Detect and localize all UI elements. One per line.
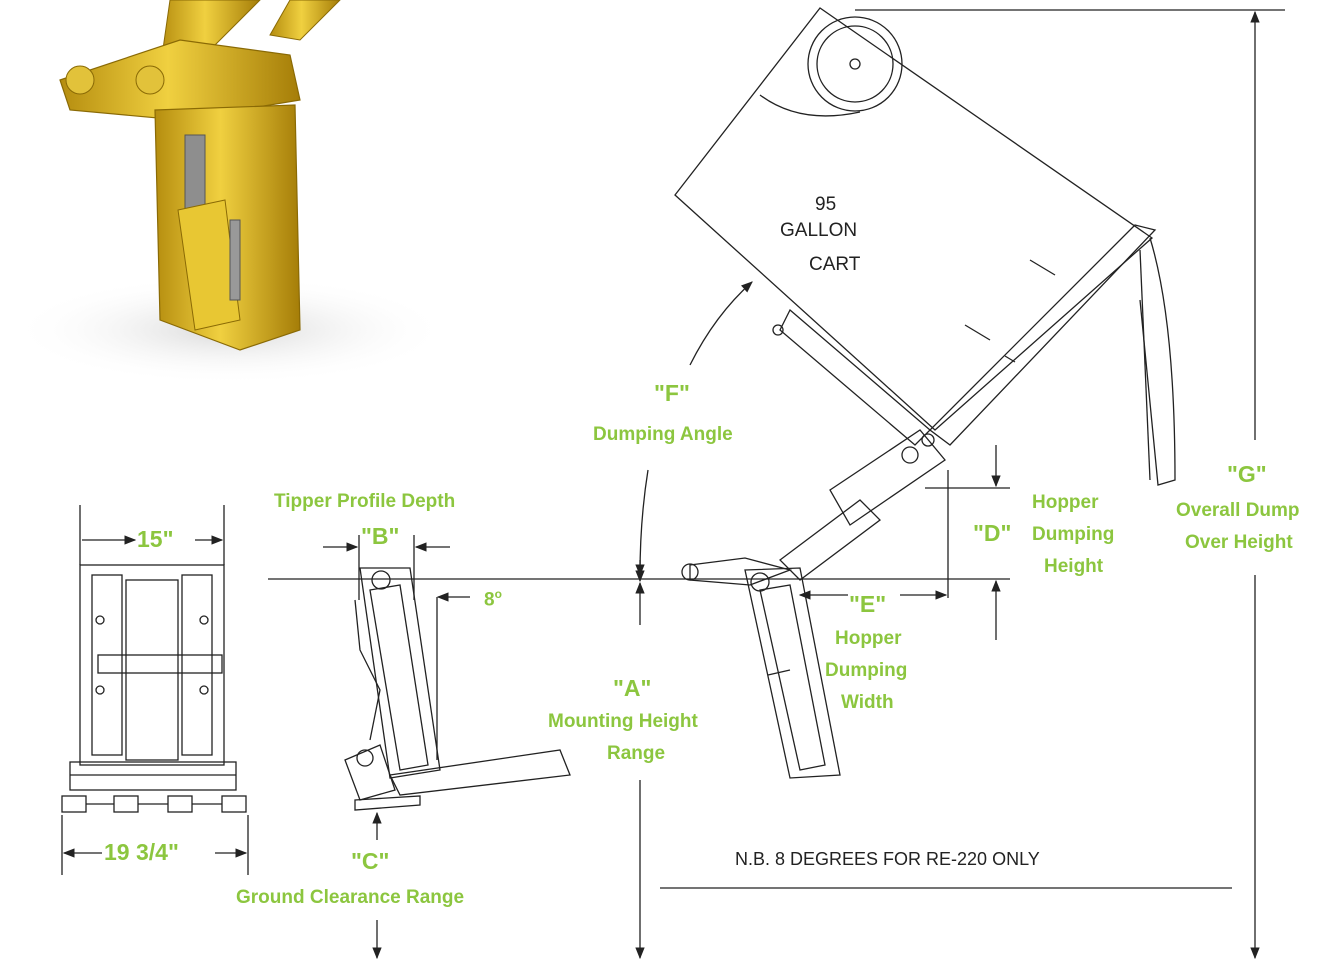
b-code-label: "B" (361, 523, 400, 549)
f-code-label: "F" (654, 380, 690, 406)
cart-label-line1: 95 (815, 194, 837, 215)
a-title-label-1: Mounting Height (548, 711, 698, 732)
g-code-label: "G" (1227, 461, 1267, 487)
cart-label-line2: GALLON (780, 220, 858, 241)
d-code-label: "D" (973, 520, 1012, 546)
product-photo (10, 0, 450, 385)
e-title-label-1: Hopper (835, 628, 902, 649)
dumping-angle-arc (635, 281, 753, 577)
d-title-label-1: Hopper (1032, 492, 1099, 513)
e-title-label-3: Width (841, 692, 894, 713)
angle-degree-symbol: o (494, 587, 502, 601)
d-title-label-3: Height (1044, 556, 1104, 577)
a-title-label-2: Range (607, 743, 666, 764)
dimension-g-line (855, 9, 1285, 960)
f-title-label: Dumping Angle (593, 424, 733, 445)
g-title-label-1: Overall Dump (1176, 500, 1300, 521)
dimension-e-d-lines (798, 445, 1010, 640)
width-front-label: 15" (137, 526, 174, 552)
angle-8-value: 8 (484, 589, 495, 611)
side-view-drawing (323, 535, 571, 960)
b-title-label: Tipper Profile Depth (274, 491, 456, 512)
restriction-note: N.B. 8 DEGREES FOR RE-220 ONLY (735, 849, 1040, 869)
e-title-label-2: Dumping (825, 660, 908, 681)
front-view-drawing (61, 505, 249, 875)
a-code-label: "A" (613, 675, 652, 701)
cart-label-line3: CART (809, 254, 861, 275)
e-code-label: "E" (849, 591, 887, 617)
d-title-label-2: Dumping (1032, 524, 1115, 545)
c-code-label: "C" (351, 848, 390, 874)
dumped-tipper-drawing (674, 7, 1176, 779)
c-title-label: Ground Clearance Range (236, 887, 465, 908)
angle-8-label: 8o (484, 587, 502, 612)
g-title-label-2: Over Height (1185, 532, 1293, 553)
width-base-label: 19 3/4" (104, 839, 179, 865)
